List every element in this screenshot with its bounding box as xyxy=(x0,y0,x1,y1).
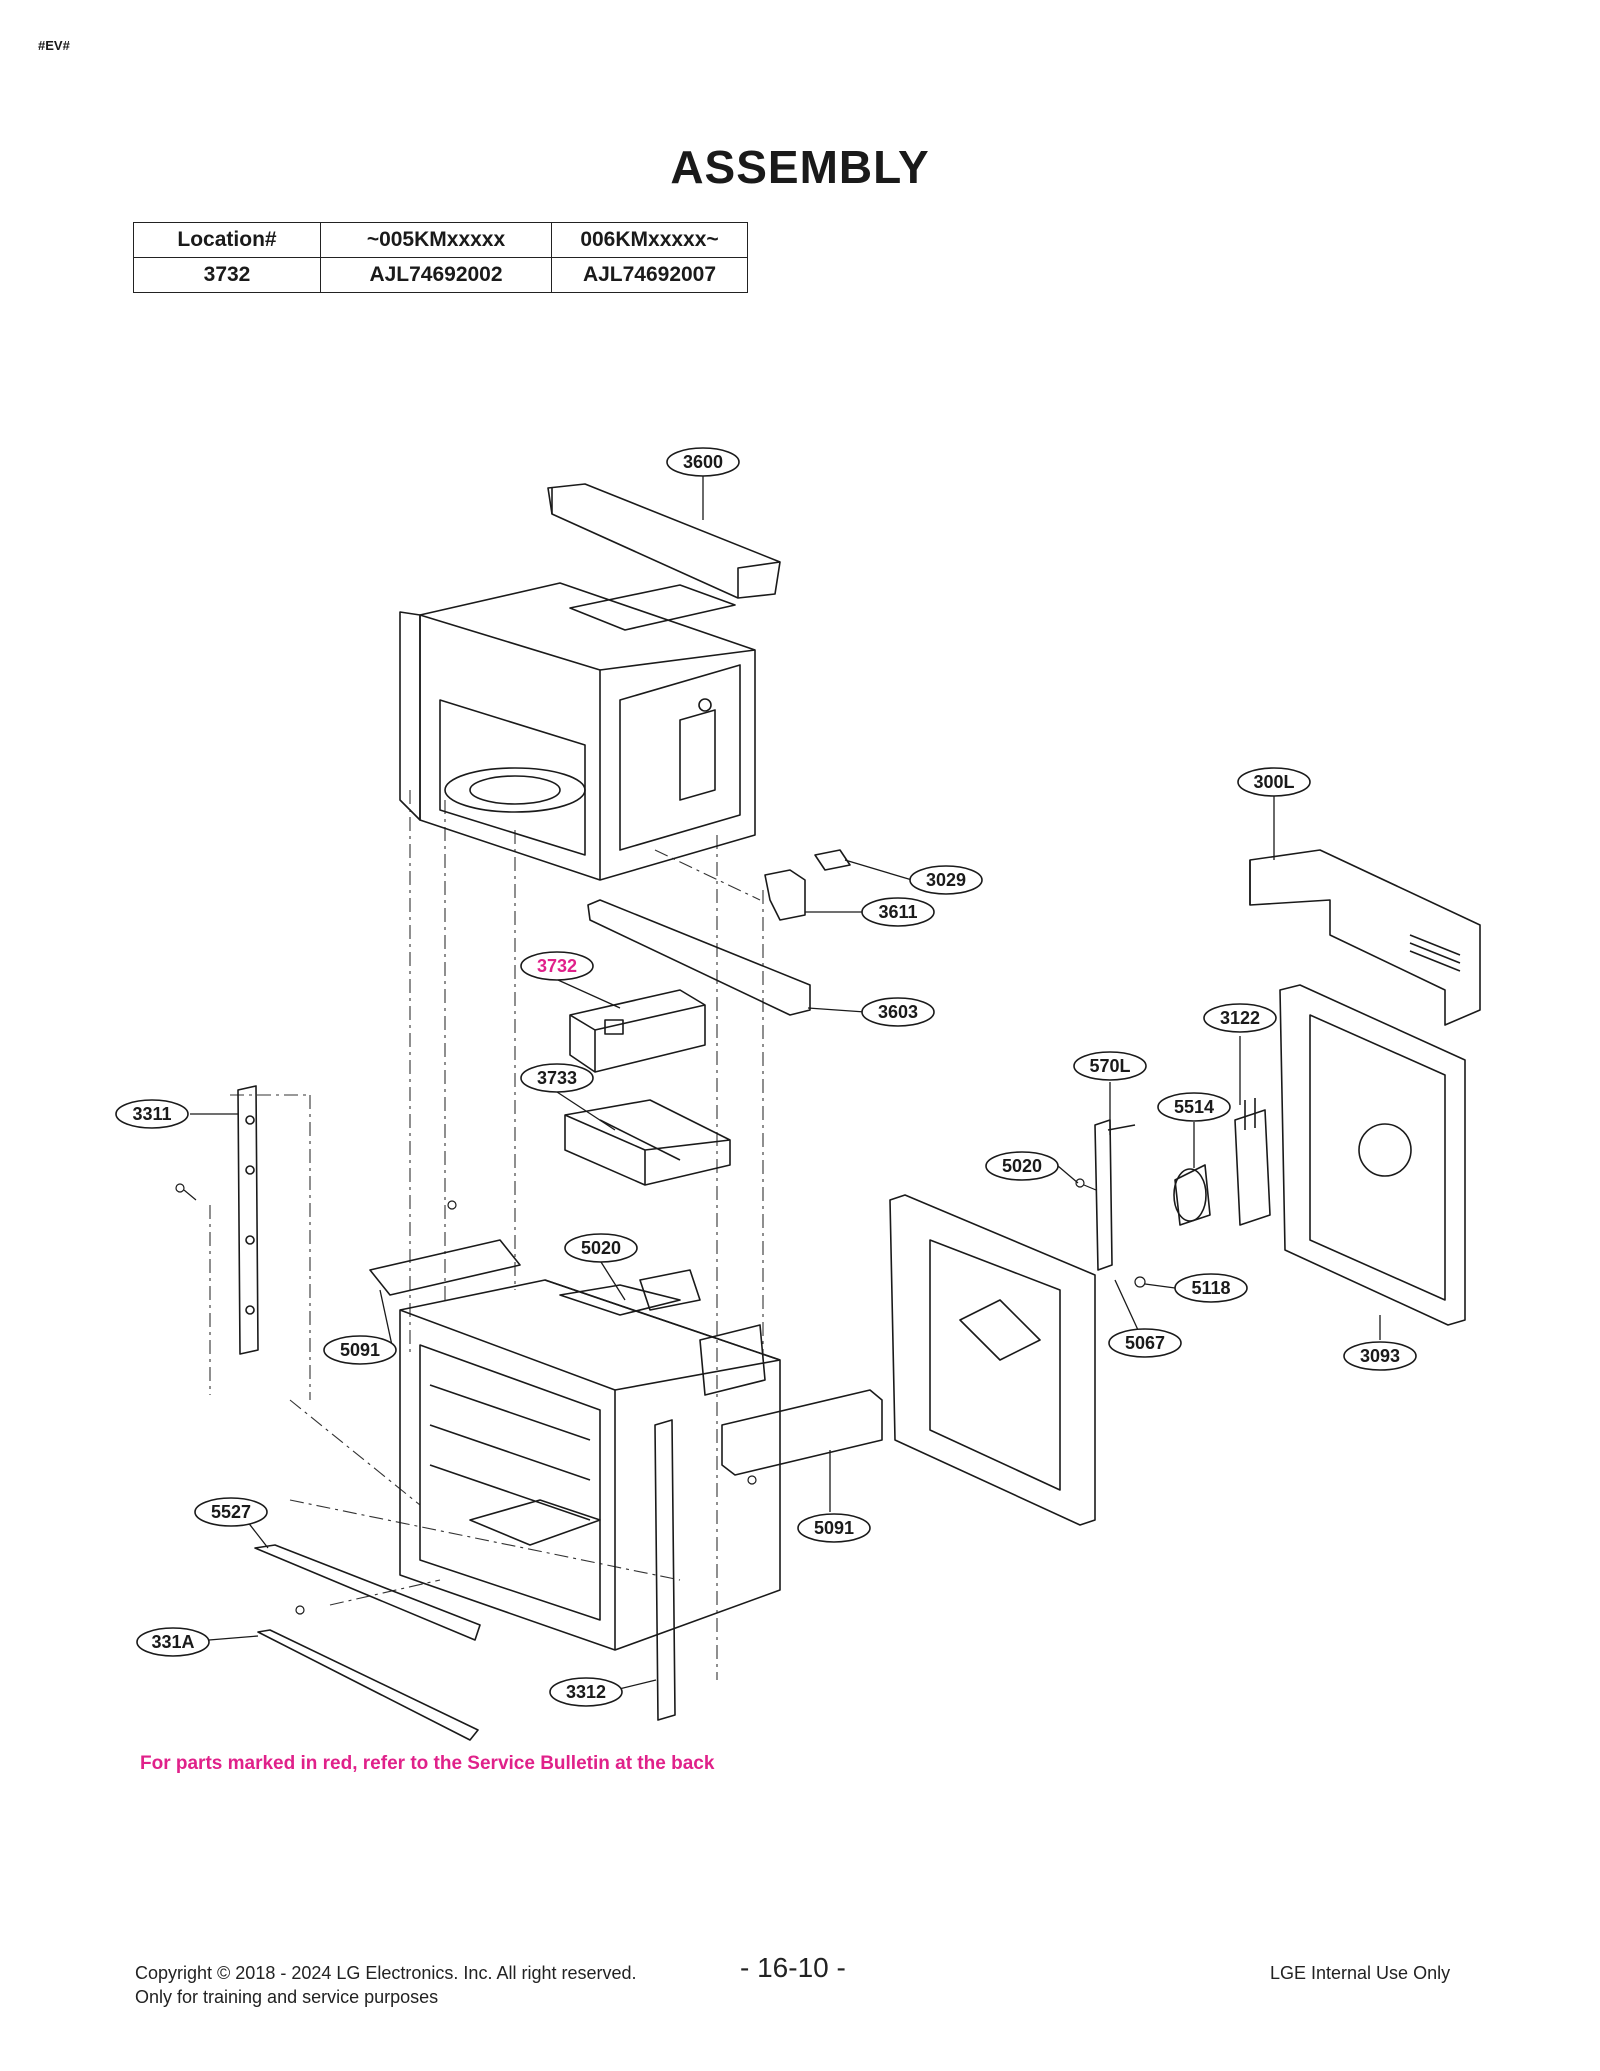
part-side-panel xyxy=(889,1194,1096,1526)
table-cell: 3732 xyxy=(133,257,321,293)
callout-3122: 3122 xyxy=(1203,1003,1277,1033)
part-rear-panel xyxy=(1279,984,1466,1326)
svg-text:3733: 3733 xyxy=(537,1068,577,1088)
callout-3732: 3732 xyxy=(520,951,594,981)
svg-text:331A: 331A xyxy=(151,1632,194,1652)
svg-text:300L: 300L xyxy=(1253,772,1294,792)
callout-570L: 570L xyxy=(1073,1051,1147,1081)
page-number: - 16-10 - xyxy=(740,1952,846,1983)
svg-text:3122: 3122 xyxy=(1220,1008,1260,1028)
part-3122-module xyxy=(1234,1098,1271,1226)
callout-3311: 3311 xyxy=(115,1099,189,1129)
svg-text:3312: 3312 xyxy=(566,1682,606,1702)
svg-text:3093: 3093 xyxy=(1360,1346,1400,1366)
svg-text:3600: 3600 xyxy=(683,452,723,472)
svg-text:3311: 3311 xyxy=(132,1104,171,1124)
callout-5527: 5527 xyxy=(194,1497,268,1527)
footer-copyright-text: Copyright © 2018 - 2024 LG Electronics. … xyxy=(135,1963,637,1983)
callout-5091: 5091 xyxy=(797,1513,871,1543)
location-table: Location# ~005KMxxxxx 006KMxxxxx~ 3732 A… xyxy=(133,222,748,293)
part-3732-module xyxy=(569,989,706,1073)
alignment-guides xyxy=(209,790,764,1680)
callout-5514: 5514 xyxy=(1157,1092,1231,1122)
svg-text:3029: 3029 xyxy=(926,870,966,890)
svg-text:5020: 5020 xyxy=(581,1238,621,1258)
callout-5020: 5020 xyxy=(985,1151,1059,1181)
callout-3733: 3733 xyxy=(520,1063,594,1093)
callout-331A: 331A xyxy=(136,1627,210,1657)
svg-text:5020: 5020 xyxy=(1002,1156,1042,1176)
part-upper-cavity xyxy=(399,582,756,881)
part-570L-strip xyxy=(1094,1119,1136,1271)
callout-5118: 5118 xyxy=(1174,1273,1248,1303)
callout-3600: 3600 xyxy=(666,447,740,477)
part-fan-motor xyxy=(1173,1164,1211,1226)
svg-text:570L: 570L xyxy=(1089,1056,1130,1076)
part-top-cover xyxy=(547,483,781,599)
callout-3603: 3603 xyxy=(861,997,935,1027)
footer-copyright: Copyright © 2018 - 2024 LG Electronics. … xyxy=(135,1961,637,2009)
svg-text:3611: 3611 xyxy=(878,902,917,922)
header-tag: #EV# xyxy=(38,38,70,53)
part-small-brackets xyxy=(764,849,851,921)
footer-internal: LGE Internal Use Only xyxy=(1270,1963,1451,1983)
callout-5091: 5091 xyxy=(323,1335,397,1365)
table-row: 3732 AJL74692002 AJL74692007 xyxy=(133,257,748,293)
part-bottom-rails xyxy=(254,1544,481,1741)
part-5091-rail xyxy=(721,1389,883,1476)
callout-3093: 3093 xyxy=(1343,1341,1417,1371)
page-title: ASSEMBLY xyxy=(670,141,930,193)
footer-purpose-text: Only for training and service purposes xyxy=(135,1987,439,2007)
leader-lines xyxy=(190,475,1381,1691)
callout-3312: 3312 xyxy=(549,1677,623,1707)
svg-text:5118: 5118 xyxy=(1191,1278,1230,1298)
svg-text:3732: 3732 xyxy=(537,956,577,976)
callouts: 3600 300L 3029 3611 3732 3603 3122 570L … xyxy=(115,447,1417,1707)
svg-text:5067: 5067 xyxy=(1125,1333,1165,1353)
part-rear-bracket xyxy=(1249,849,1481,1026)
callout-300L: 300L xyxy=(1237,767,1311,797)
service-bulletin-note: For parts marked in red, refer to the Se… xyxy=(140,1753,715,1774)
callout-3611: 3611 xyxy=(861,897,935,927)
screws xyxy=(175,1178,1146,1615)
svg-text:5527: 5527 xyxy=(211,1502,251,1522)
part-left-bar xyxy=(237,1085,259,1355)
part-right-bar xyxy=(654,1419,676,1721)
table-cell: AJL74692002 xyxy=(320,257,552,293)
part-rail xyxy=(587,899,811,1016)
part-lower-cavity xyxy=(369,1239,781,1651)
callout-5067: 5067 xyxy=(1108,1328,1182,1358)
table-cell: AJL74692007 xyxy=(551,257,748,293)
svg-text:5091: 5091 xyxy=(340,1340,380,1360)
svg-text:5091: 5091 xyxy=(814,1518,854,1538)
svg-text:3603: 3603 xyxy=(878,1002,918,1022)
callout-3029: 3029 xyxy=(909,865,983,895)
part-3733-tray xyxy=(564,1099,731,1186)
callout-5020: 5020 xyxy=(564,1233,638,1263)
svg-text:5514: 5514 xyxy=(1174,1097,1214,1117)
